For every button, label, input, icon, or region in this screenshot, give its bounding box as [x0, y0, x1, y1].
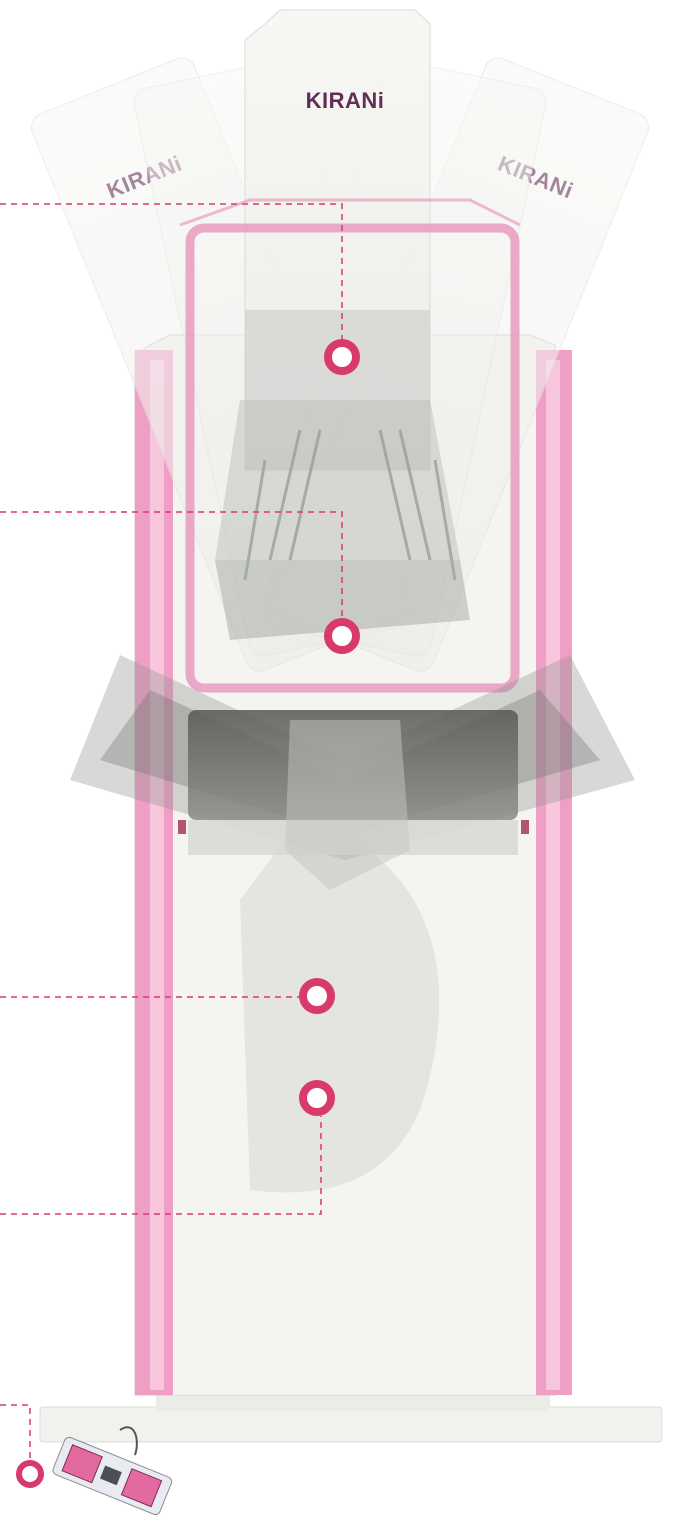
leader-line-5	[0, 1405, 30, 1460]
brand-logo-center: KIRANi	[306, 88, 385, 113]
circle-marker-icon	[328, 622, 356, 650]
base-plate	[40, 1395, 662, 1442]
circle-marker-icon	[303, 1084, 331, 1112]
lower-column-hotspot[interactable]	[303, 1084, 331, 1112]
tube-head-hotspot[interactable]	[328, 343, 356, 371]
compression-area-hotspot[interactable]	[328, 622, 356, 650]
foot-controller-hotspot[interactable]	[19, 1463, 41, 1485]
circle-marker-icon	[328, 343, 356, 371]
circle-marker-icon	[303, 982, 331, 1010]
column-hotspot[interactable]	[303, 982, 331, 1010]
circle-marker-icon	[19, 1463, 41, 1485]
